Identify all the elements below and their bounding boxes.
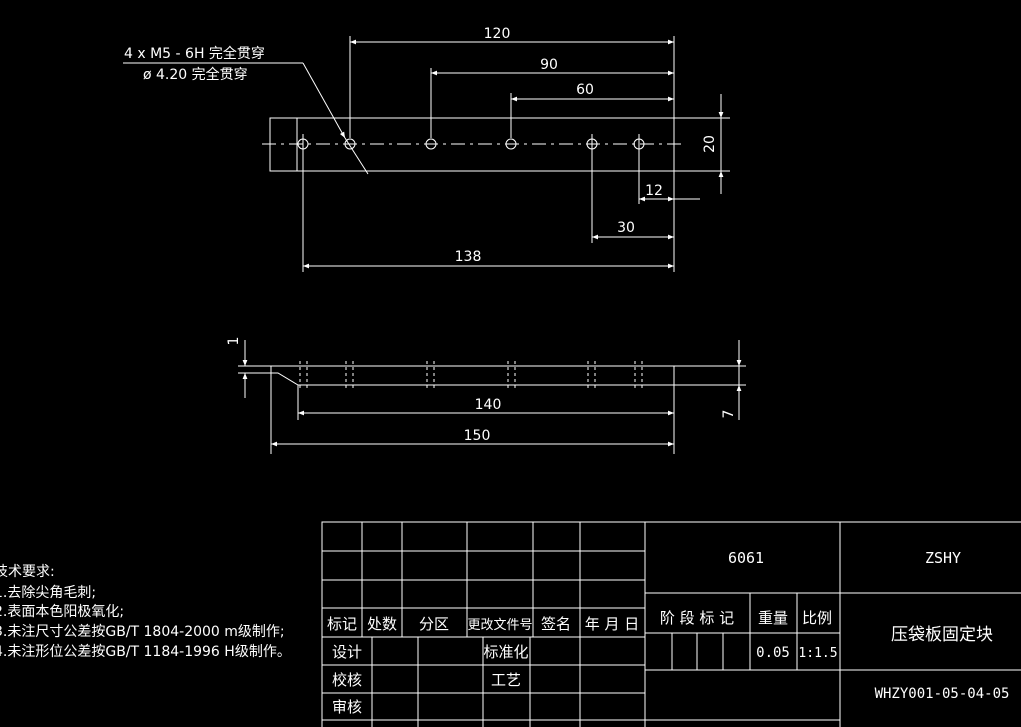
- hole: [505, 138, 517, 150]
- header-change-doc: 更改文件号: [467, 618, 532, 633]
- header-mark: 标记: [327, 615, 357, 633]
- part-name: 压袋板固定块: [891, 625, 993, 645]
- company: ZSHY: [925, 549, 961, 567]
- header-zone: 分区: [419, 615, 449, 633]
- notes-heading: 技术要求:: [0, 564, 55, 580]
- technical-notes: 技术要求: 1.去除尖角毛刺; 2.表面本色阳极氧化; 3.未注尺寸公差按GB/…: [0, 564, 291, 660]
- standardize-label: 标准化: [483, 643, 528, 661]
- dim-7: 7: [721, 410, 737, 419]
- scale-label: 比例: [802, 609, 832, 627]
- dim-140: 140: [475, 397, 502, 413]
- role-design: 设计: [332, 643, 362, 661]
- header-date: 年 月 日: [585, 615, 640, 633]
- dim-12: 12: [645, 183, 663, 199]
- role-review: 审核: [332, 698, 362, 716]
- dim-150: 150: [464, 428, 491, 444]
- dim-90: 90: [540, 57, 558, 73]
- title-block-text: 标记 处数 分区 更改文件号 签名 年 月 日 设计 校核 审核 标准化 工艺 …: [327, 549, 1009, 716]
- hole: [344, 138, 356, 150]
- dim-30: 30: [617, 220, 635, 236]
- dim-120: 120: [484, 26, 511, 42]
- note-item: 1.去除尖角毛刺;: [0, 585, 96, 601]
- dim-138: 138: [455, 249, 482, 265]
- header-signature: 签名: [541, 615, 571, 633]
- weight-value: 0.05: [756, 645, 790, 661]
- material: 6061: [728, 549, 764, 567]
- side-view-labels: 1 7 140 150: [226, 337, 737, 444]
- top-view-labels: 4 x M5 - 6H 完全贯穿 ø 4.20 完全贯穿 120 90 60 2…: [124, 26, 718, 265]
- weight-label: 重量: [758, 609, 788, 627]
- title-block: [321, 521, 1021, 727]
- callout-line2: ø 4.20 完全贯穿: [143, 66, 248, 83]
- dim-60: 60: [576, 82, 594, 98]
- header-count: 处数: [367, 615, 397, 633]
- hole: [425, 138, 437, 150]
- part-outline-side: [270, 365, 675, 386]
- callout-line1: 4 x M5 - 6H 完全贯穿: [124, 45, 265, 62]
- process-label: 工艺: [491, 671, 521, 689]
- note-item: 2.表面本色阳极氧化;: [0, 603, 124, 620]
- side-view: [238, 340, 746, 454]
- note-item: 3.未注尺寸公差按GB/T 1804-2000 m级制作;: [0, 624, 285, 640]
- note-item: 4.未注形位公差按GB/T 1184-1996 H级制作。: [0, 644, 291, 660]
- dim-1: 1: [226, 337, 242, 346]
- drawing-number: WHZY001-05-04-05: [875, 686, 1010, 702]
- scale-value: 1:1.5: [798, 646, 837, 661]
- dim-20: 20: [702, 135, 718, 153]
- role-check: 校核: [332, 671, 362, 689]
- top-view: [123, 36, 730, 272]
- stage-label: 阶 段 标 记: [660, 609, 734, 627]
